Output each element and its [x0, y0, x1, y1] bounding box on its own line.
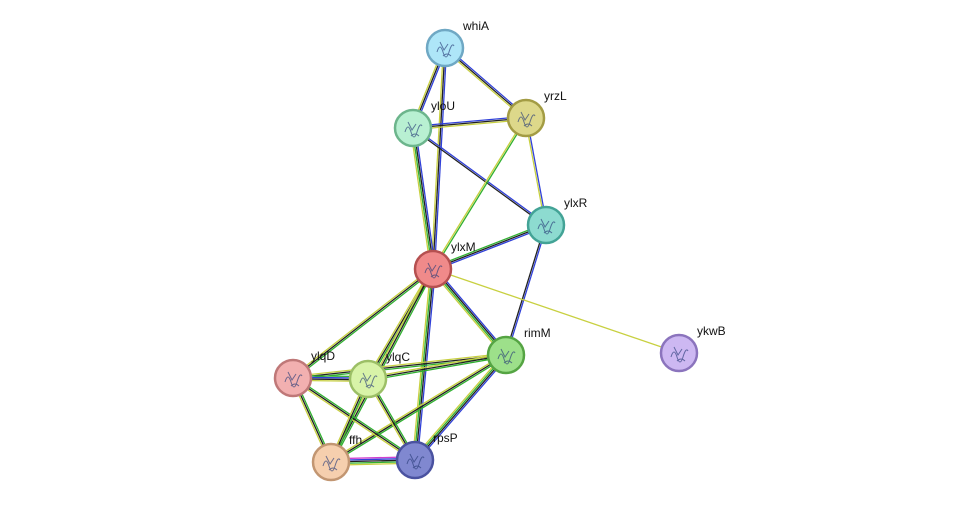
node-label: ylxR	[564, 196, 588, 210]
edge-strand	[414, 127, 437, 269]
edge-rimM-ffh[interactable]	[329, 353, 508, 464]
node-rimM[interactable]: rimM	[486, 326, 551, 375]
protein-structure-icon	[406, 453, 425, 470]
edge-ylxM-ykwB[interactable]	[432, 268, 680, 354]
node-yrzL[interactable]: yrzL	[506, 89, 567, 138]
protein-structure-icon	[424, 262, 443, 279]
edge-strand	[330, 354, 507, 463]
protein-structure-icon	[322, 455, 341, 472]
protein-structure-icon	[436, 41, 455, 58]
edge-strand	[413, 127, 435, 269]
node-label: yloU	[431, 99, 455, 113]
edge-rimM-ylqC[interactable]	[367, 352, 507, 382]
edge-strand	[292, 352, 506, 378]
edge-strand	[293, 376, 417, 460]
edge-strand	[432, 224, 547, 270]
edge-strand	[291, 267, 433, 378]
edge-yrzL-ylxM[interactable]	[431, 117, 528, 270]
edge-strand	[413, 126, 547, 225]
node-label: whiA	[462, 19, 489, 33]
edge-strand	[366, 267, 433, 379]
edge-rimM-rpsP[interactable]	[412, 353, 509, 462]
edge-strand	[433, 48, 448, 270]
edge-ylxM-ylqD[interactable]	[291, 267, 435, 380]
edge-strand	[432, 222, 546, 269]
edge-strand	[292, 354, 507, 379]
node-ylqD[interactable]: ylqD	[273, 349, 335, 398]
node-label: rpsP	[433, 431, 458, 445]
node-ylxM[interactable]: ylxM	[413, 240, 476, 289]
edge-yloU-ylxR[interactable]	[412, 126, 547, 227]
edge-strand	[291, 378, 415, 462]
edge-strand	[292, 268, 434, 379]
edge-strand	[367, 352, 506, 379]
node-label: ykwB	[697, 324, 726, 338]
node-yloU[interactable]: yloU	[393, 99, 455, 148]
edge-strand	[431, 117, 526, 269]
edge-strand	[430, 47, 445, 269]
node-label: rimM	[524, 326, 551, 340]
edge-strand	[412, 128, 546, 227]
edge-strand	[415, 355, 508, 461]
edge-strand	[506, 225, 548, 356]
protein-structure-icon	[517, 111, 536, 128]
node-ykwB[interactable]: ykwB	[659, 324, 726, 373]
node-ylxR[interactable]: ylxR	[526, 196, 588, 245]
edge-strand	[329, 353, 506, 462]
protein-structure-icon	[497, 348, 516, 365]
node-ylqC[interactable]: ylqC	[348, 350, 410, 399]
edge-ylxR-ylxM[interactable]	[432, 222, 547, 272]
edge-strand	[368, 355, 507, 382]
edge-strand	[433, 225, 547, 272]
edge-strand	[331, 355, 508, 464]
node-label: ffh	[349, 433, 362, 447]
edge-strand	[292, 377, 416, 461]
node-label: ylxM	[451, 240, 476, 254]
edge-whiA-ylxM[interactable]	[430, 47, 448, 270]
protein-structure-icon	[670, 346, 689, 363]
edge-strand	[293, 269, 435, 380]
protein-structure-icon	[404, 121, 423, 138]
edge-strand	[416, 356, 509, 462]
edge-strand	[412, 353, 505, 459]
node-label: ylqC	[386, 350, 410, 364]
edge-strand	[433, 118, 528, 270]
edge-strand	[432, 47, 446, 270]
edge-strand	[432, 268, 680, 354]
protein-structure-icon	[284, 371, 303, 388]
protein-structure-icon	[359, 372, 378, 389]
node-label: ylqD	[311, 349, 335, 363]
node-label: yrzL	[544, 89, 567, 103]
node-rpsP[interactable]: rpsP	[395, 431, 458, 480]
node-whiA[interactable]: whiA	[425, 19, 489, 68]
edge-strand	[409, 128, 432, 270]
node-ffh[interactable]: ffh	[311, 433, 362, 482]
edge-strand	[413, 354, 506, 460]
edge-strand	[330, 268, 434, 463]
node-layer: whiA ylxM yloU yrzL ylxR rimM ykwB ylqD ylqC rpsP…	[273, 19, 726, 482]
edge-yloU-ylxM[interactable]	[409, 127, 437, 270]
protein-structure-icon	[537, 218, 556, 235]
edge-strand	[415, 269, 435, 461]
edge-strand	[411, 128, 433, 270]
edge-layer	[290, 46, 680, 466]
edge-strand	[367, 354, 507, 380]
edge-ylxR-rimM[interactable]	[504, 224, 548, 356]
edge-ylqD-rpsP[interactable]	[291, 376, 417, 462]
edge-strand	[504, 224, 546, 355]
